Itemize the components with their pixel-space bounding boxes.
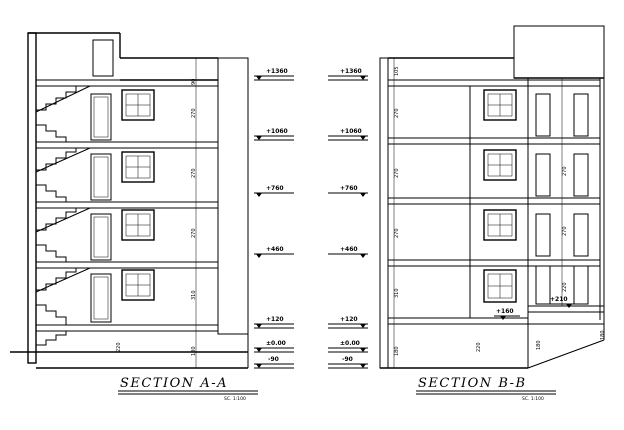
dim-b-right-270-1: 270 [562, 166, 568, 176]
section-a-building: 90 270 270 270 310 180 220 [10, 32, 249, 369]
level-b-120: +120 [340, 316, 358, 323]
section-b-title: SECTION B-B [418, 376, 527, 391]
level-a-1060: +1060 [266, 128, 288, 135]
dim-a-270-3: 270 [191, 228, 197, 238]
level-a-760: +760 [266, 185, 284, 192]
dim-b-270-2: 270 [394, 168, 400, 178]
section-a-slabs [35, 79, 219, 332]
dim-a-220: 220 [116, 342, 122, 352]
section-b-building: 105 270 270 270 310 180 220 270 270 220 … [379, 25, 606, 369]
section-b-doors [535, 93, 589, 305]
dim-a-180: 180 [191, 346, 197, 356]
dim-b-270-3: 270 [394, 228, 400, 238]
level-a-120: +120 [266, 316, 284, 323]
level-a-neg90: -90 [268, 356, 279, 363]
level-b-1060: +1060 [340, 128, 362, 135]
level-b-160: +160 [496, 308, 514, 315]
section-b-windows [483, 89, 517, 303]
section-a-dims: 90 270 270 270 310 180 220 [116, 79, 197, 356]
dim-b-right-220: 220 [562, 282, 568, 292]
dim-a-90: 90 [191, 79, 197, 85]
dim-b-105: 105 [394, 66, 400, 76]
dim-b-220: 220 [476, 342, 482, 352]
section-a-doors [90, 93, 112, 323]
level-a-460: +460 [266, 246, 284, 253]
section-b-dims: 105 270 270 270 310 180 220 270 270 220 … [394, 66, 606, 356]
dim-b-310: 310 [394, 288, 400, 298]
level-a-000: ±0.00 [266, 340, 286, 347]
section-a-title-block: SECTION A-A SC. 1:100 [118, 376, 258, 402]
section-a-stairs [35, 85, 91, 346]
dim-b-270-1: 270 [394, 108, 400, 118]
section-b-levels: +1360 +1060 +760 +460 +120 ±0.00 -90 [328, 68, 368, 369]
section-b-title-block: SECTION B-B SC. 1:100 [416, 376, 556, 402]
section-a-title: SECTION A-A [120, 376, 228, 391]
section-a-levels: +1360 +1060 +760 +460 +120 ±0.00 -90 [254, 68, 294, 369]
level-a-1360: +1360 [266, 68, 288, 75]
section-a-scale: SC. 1:100 [224, 396, 246, 402]
level-b-000: ±0.00 [340, 340, 360, 347]
dim-b-180: 180 [394, 346, 400, 356]
dim-a-310: 310 [191, 290, 197, 300]
section-b-slabs [387, 79, 604, 325]
level-b-210: +210 [550, 296, 568, 303]
dim-a-270-2: 270 [191, 168, 197, 178]
dim-a-270-1: 270 [191, 108, 197, 118]
level-b-760: +760 [340, 185, 358, 192]
dim-b-far-180: 180 [600, 330, 606, 340]
level-b-1360: +1360 [340, 68, 362, 75]
dim-b-right-270-2: 270 [562, 226, 568, 236]
section-a-windows [121, 89, 155, 301]
level-b-neg90: -90 [342, 356, 353, 363]
dim-b-right-180: 180 [536, 340, 542, 350]
level-b-460: +460 [340, 246, 358, 253]
section-b-scale: SC. 1:100 [522, 396, 544, 402]
